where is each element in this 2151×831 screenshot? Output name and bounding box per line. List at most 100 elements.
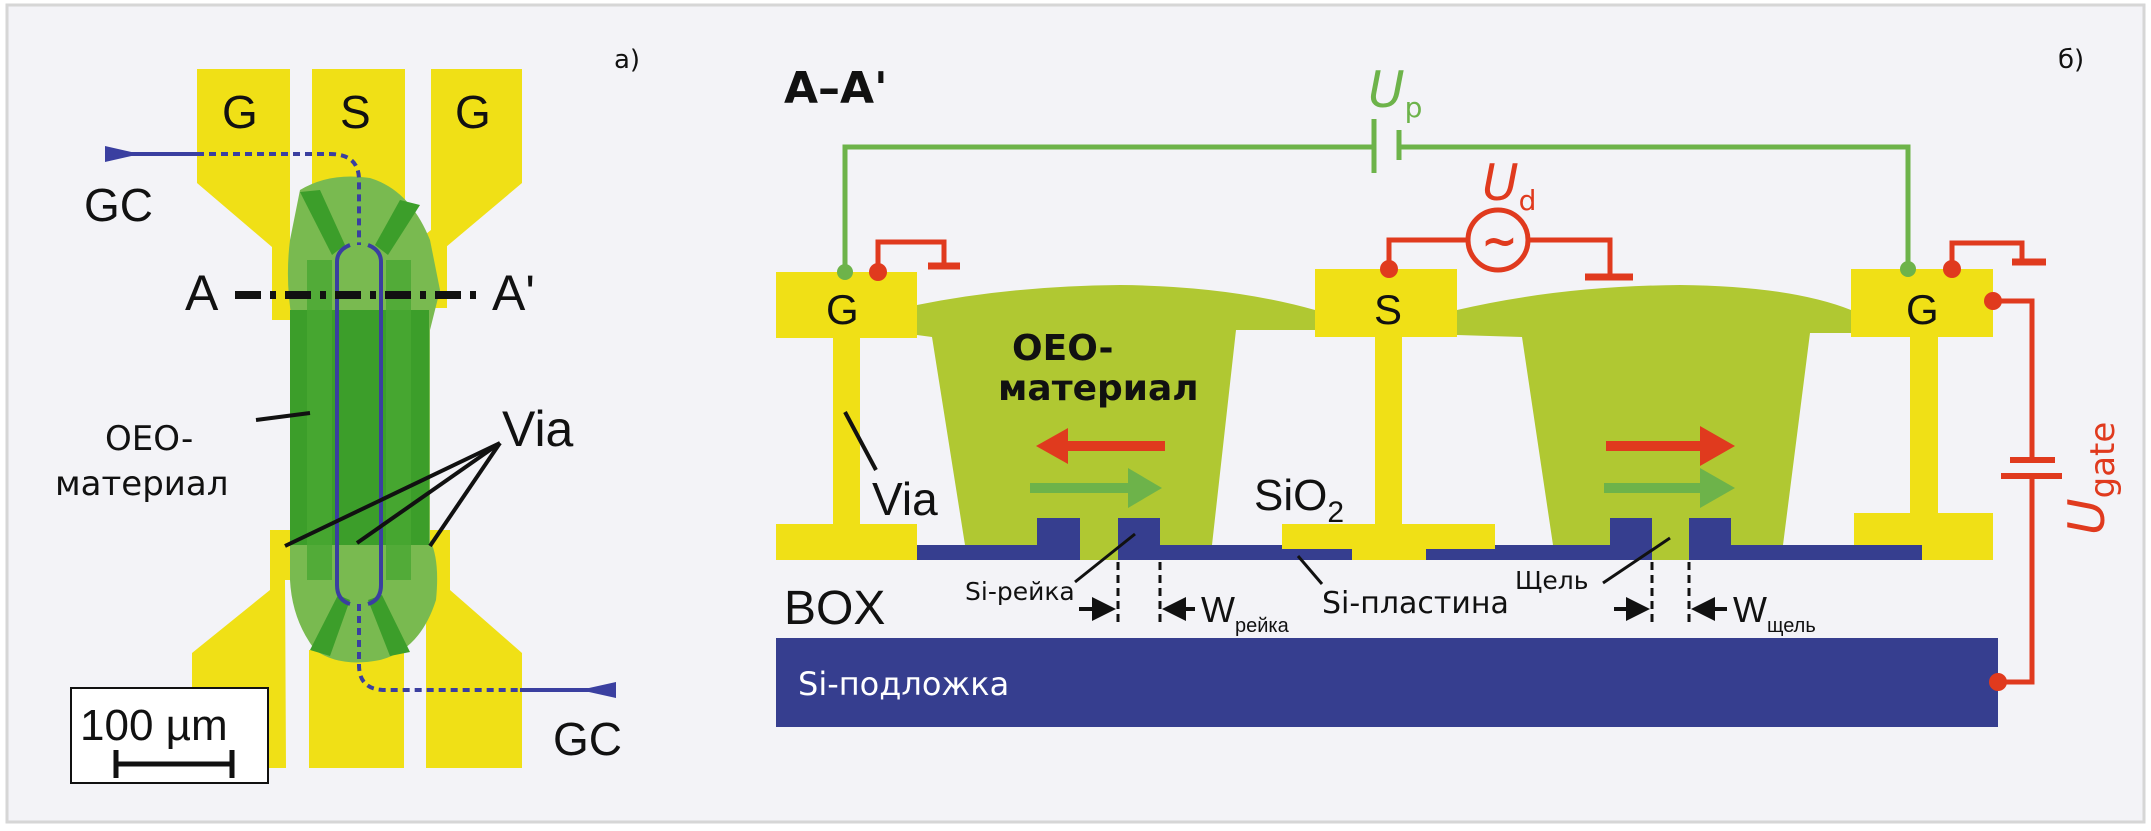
via-label: Via: [502, 401, 574, 457]
waveguide-right-arm: [367, 243, 383, 606]
gate-contact-electrode: [1984, 292, 2002, 310]
si-rail-label: Si-рейка: [965, 577, 1075, 606]
pad-s-label: S: [1374, 286, 1402, 333]
via-leader-lines: [284, 441, 502, 548]
drive-subscript: d: [1519, 184, 1537, 217]
box-label: BOX: [784, 582, 885, 635]
waveguide-out-dashed: [357, 604, 520, 692]
poling-source-label: Up: [1368, 61, 1422, 124]
section-start-label: A: [185, 265, 219, 321]
rf-arrowhead-left: [1036, 428, 1068, 464]
oeo-taper-bottom-right: [368, 595, 410, 656]
gate-subscript: gate: [2083, 422, 2123, 499]
center-via-strip-top: [352, 250, 366, 310]
sio2-main: SiO: [1254, 471, 1327, 520]
si-rail-leader: [1074, 532, 1136, 584]
field-arrows-left: [1030, 428, 1165, 508]
poling-wire-right: [1399, 144, 1911, 270]
drive-wire-s: [1386, 237, 1468, 268]
gate-main: U: [2058, 498, 2116, 535]
gate-wire-bottom: [1998, 476, 2035, 685]
drive-wire-ground: [1528, 237, 1613, 277]
drive-source-label: Ud: [1482, 154, 1536, 217]
oeo-cross-label-line2: материал: [998, 368, 1199, 409]
field-arrows-right: [1604, 426, 1735, 508]
pad-top-g-left: [197, 69, 350, 330]
oeo-label-line2: материал: [55, 464, 228, 504]
via-label: Via: [872, 473, 938, 525]
drive-main: U: [1482, 154, 1519, 212]
w-slot-subscript: щель: [1767, 615, 1816, 637]
waveguide: [120, 152, 600, 692]
oeo-material-right: [1457, 285, 1851, 545]
scale-bar-line: [113, 750, 235, 778]
poling-wire-left: [842, 144, 1374, 270]
slot-leader: [1602, 536, 1671, 585]
slot-label: Щель: [1515, 566, 1588, 595]
pad-g-left-label: G: [826, 286, 859, 333]
oeo-taper-bottom-left: [310, 595, 350, 656]
gate-contact-substrate: [1989, 673, 2007, 691]
optical-arrowhead-left: [1128, 468, 1162, 508]
drive-circuit: [875, 207, 2062, 685]
poling-subscript: p: [1405, 91, 1423, 124]
poling-circuit: [842, 119, 1911, 270]
si-plate-leader: [1296, 555, 1324, 585]
rf-arrowhead-right: [1700, 426, 1735, 466]
oeo-taper-top-right: [375, 200, 420, 255]
oeo-cross-label-line1: OEO-: [1012, 328, 1113, 369]
ac-source-circle: [1465, 207, 1531, 273]
grating-coupler-bottom-icon: [580, 682, 616, 698]
oeo-label-line1: OEO-: [105, 419, 193, 459]
si-plate-label: Si-пластина: [1322, 586, 1509, 621]
si-rail-left-1: [1037, 518, 1080, 548]
gc-bottom-label: GC: [553, 713, 622, 765]
panel-a-tag: а): [614, 45, 640, 75]
poling-main: U: [1368, 61, 1405, 119]
slot-gap-right: [1652, 545, 1689, 560]
gate-wire-top: [1993, 298, 2035, 460]
poling-contact-right: [1900, 261, 1916, 277]
w-slot-label: Wщель: [1733, 589, 1816, 637]
drive-ground-left: [875, 239, 947, 270]
oeo-inner-strip-right: [386, 260, 411, 580]
si-plate-right-end: [1854, 545, 1922, 560]
si-rail-right-2: [1689, 518, 1731, 548]
grating-coupler-top-icon: [105, 146, 140, 162]
electrode-g-right: [1851, 269, 1993, 560]
ac-source-icon: ~: [1481, 216, 1518, 267]
waveguide-left-arm: [335, 243, 351, 606]
w-rail-main: W: [1201, 589, 1235, 630]
sio2-label: SiO2: [1254, 471, 1344, 529]
waveguide-in-dashed: [197, 152, 361, 245]
drive-ground-right: [1949, 240, 2025, 268]
drive-contact-g-right: [1943, 260, 1961, 278]
scale-bar-label: 100 µm: [80, 701, 228, 750]
w-slot-main: W: [1733, 589, 1767, 630]
electrode-s: [1282, 269, 1495, 560]
gc-top-label: GC: [84, 179, 153, 231]
drive-contact-s: [1380, 260, 1398, 278]
section-end-label: A': [492, 265, 535, 321]
w-rail-dimension: [1079, 562, 1195, 625]
sio2-subscript: 2: [1327, 496, 1344, 529]
scale-bar-box: [70, 687, 269, 784]
pad-g-right-label: G: [1906, 286, 1939, 333]
gate-source-label: Ugate: [2058, 422, 2123, 535]
w-rail-subscript: рейка: [1235, 615, 1290, 637]
optical-arrowhead-right: [1700, 468, 1735, 508]
center-via-strip-bottom: [352, 545, 366, 595]
si-substrate-label: Si-подложка: [798, 665, 1009, 703]
pad-bottom-s: [309, 650, 404, 768]
w-rail-label: Wрейка: [1201, 589, 1290, 637]
si-rail-right-1: [1610, 518, 1652, 548]
pad-label-s: S: [340, 86, 371, 138]
pad-bottom-g-right: [426, 530, 522, 768]
panel-b: б) A–A' Si-подложка OEO- материал: [776, 45, 2123, 727]
oeo-taper-top-left: [300, 190, 345, 255]
drive-contact-g-left: [869, 263, 887, 281]
cross-section-title: A–A': [784, 63, 888, 114]
panel-b-tag: б): [2058, 45, 2084, 75]
pad-label-g-right: G: [455, 86, 491, 138]
